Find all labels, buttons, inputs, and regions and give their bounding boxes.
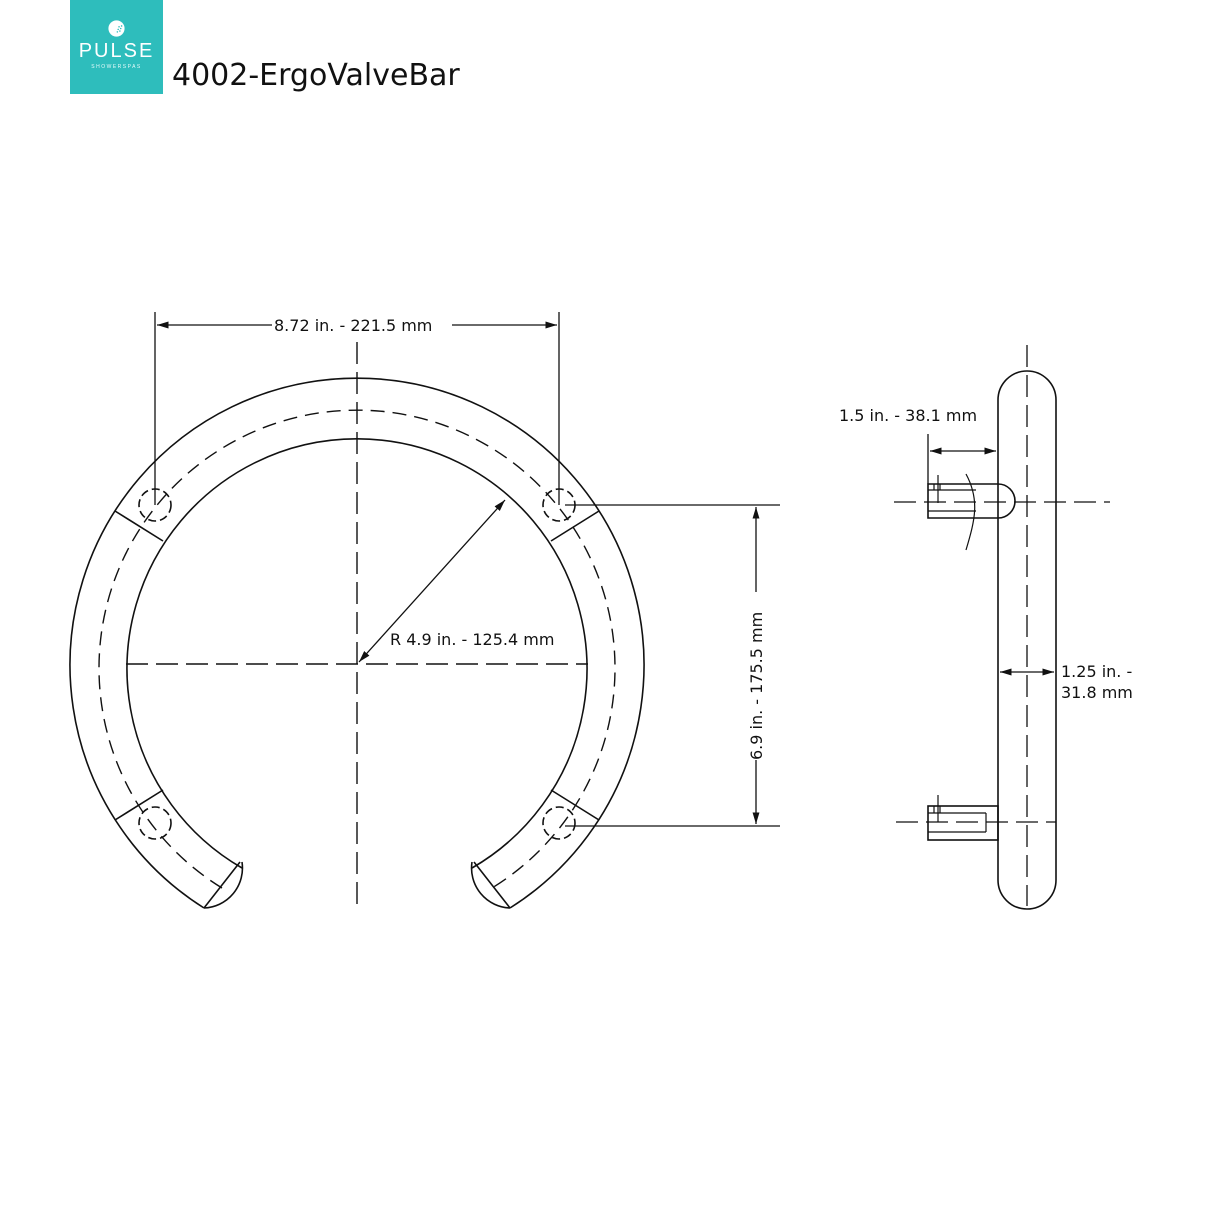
bar-diameter-line2: 31.8 mm xyxy=(1061,683,1133,702)
pulse-logo: PULSE SHOWERSPAS xyxy=(70,0,163,94)
front-view xyxy=(69,312,780,909)
mounting-hole xyxy=(138,806,172,840)
bar-profile xyxy=(997,370,1057,910)
radius-dimension: R 4.9 in. - 125.4 mm xyxy=(390,630,554,649)
logo-subtitle: SHOWERSPAS xyxy=(91,64,142,70)
page-title: 4002-ErgoValveBar xyxy=(172,58,460,93)
side-view xyxy=(894,345,1110,910)
logo-brand: PULSE xyxy=(78,40,155,62)
bar-diameter-line1: 1.25 in. - xyxy=(1061,662,1132,681)
width-dimension: 8.72 in. - 221.5 mm xyxy=(274,316,432,335)
projection-dimension: 1.5 in. - 38.1 mm xyxy=(839,406,977,425)
mounting-hole xyxy=(542,806,576,840)
shower-head-icon xyxy=(108,20,125,37)
hole-spacing-dimension: 6.9 in. - 175.5 mm xyxy=(747,612,766,760)
